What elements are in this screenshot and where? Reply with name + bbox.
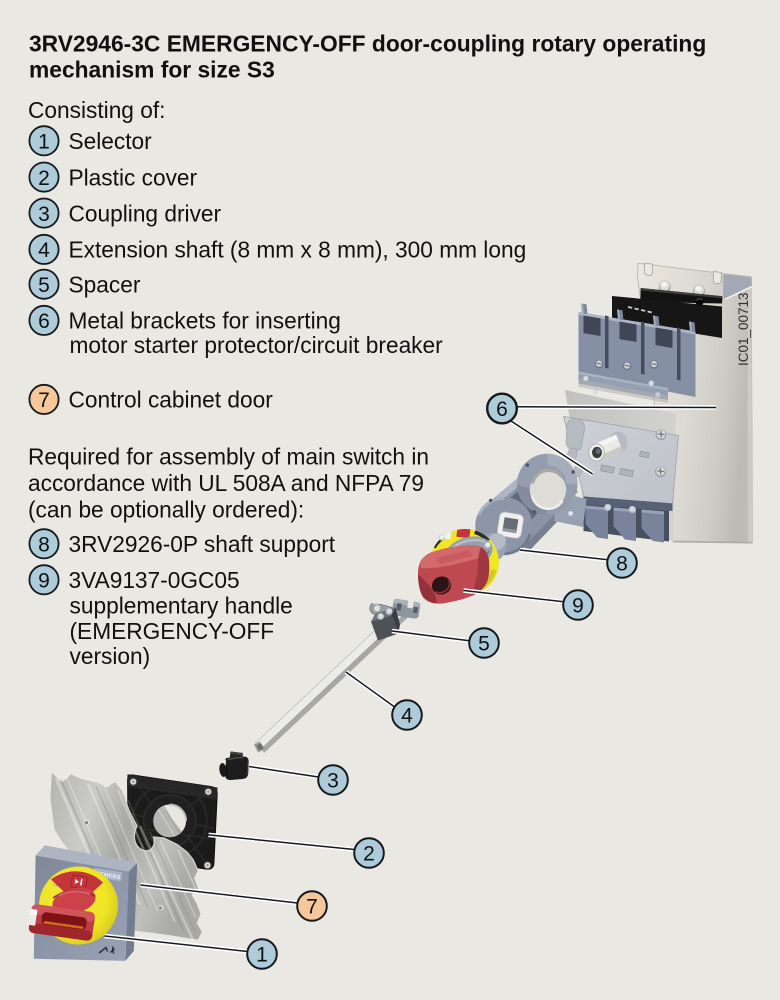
svg-text:TRIP: TRIP <box>53 882 63 889</box>
svg-text:(can be optionally ordered):: (can be optionally ordered): <box>28 497 304 523</box>
svg-text:2: 2 <box>38 167 50 190</box>
svg-text:mechanism for size S3: mechanism for size S3 <box>29 57 275 83</box>
svg-text:9: 9 <box>38 570 50 593</box>
svg-text:8: 8 <box>38 534 50 557</box>
svg-text:IC01_00713: IC01_00713 <box>736 292 751 366</box>
svg-text:Control cabinet door: Control cabinet door <box>69 387 274 413</box>
svg-text:Plastic cover: Plastic cover <box>69 164 198 190</box>
svg-text:Required for assembly of main: Required for assembly of main switch in <box>28 444 429 470</box>
svg-text:3VA9137-0GC05: 3VA9137-0GC05 <box>69 567 240 593</box>
svg-text:Consisting of:: Consisting of: <box>28 97 165 123</box>
svg-text:version): version) <box>70 643 151 669</box>
svg-text:3RV2946-3C EMERGENCY-OFF door-: 3RV2946-3C EMERGENCY-OFF door-coupling r… <box>29 31 706 57</box>
svg-text:9: 9 <box>572 595 584 618</box>
svg-text:8: 8 <box>616 553 628 576</box>
svg-text:7: 7 <box>306 896 318 919</box>
svg-text:1: 1 <box>256 944 268 967</box>
svg-text:5: 5 <box>38 274 50 297</box>
svg-text:supplementary handle: supplementary handle <box>70 593 293 619</box>
svg-text:SIEMENS: SIEMENS <box>94 871 121 881</box>
svg-text:3RV2926-0P shaft support: 3RV2926-0P shaft support <box>69 531 336 557</box>
svg-text:motor starter protector/circui: motor starter protector/circuit breaker <box>70 332 444 358</box>
svg-text:4: 4 <box>38 239 50 262</box>
svg-text:5: 5 <box>478 633 490 656</box>
svg-text:1: 1 <box>38 131 50 154</box>
svg-text:accordance with UL 508A and NF: accordance with UL 508A and NFPA 79 <box>28 470 424 496</box>
svg-text:Metal brackets for inserting: Metal brackets for inserting <box>69 308 341 334</box>
svg-text:6: 6 <box>38 310 50 333</box>
svg-text:3: 3 <box>327 770 339 793</box>
svg-text:Extension shaft (8 mm x 8 mm),: Extension shaft (8 mm x 8 mm), 300 mm lo… <box>69 237 527 263</box>
svg-text:(EMERGENCY-OFF: (EMERGENCY-OFF <box>70 618 275 644</box>
svg-text:2: 2 <box>363 843 375 866</box>
svg-text:6: 6 <box>496 398 508 421</box>
svg-text:Coupling driver: Coupling driver <box>69 200 222 226</box>
svg-text:Selector: Selector <box>69 128 153 154</box>
svg-text:3: 3 <box>38 203 50 226</box>
svg-text:7: 7 <box>38 389 50 412</box>
svg-text:4: 4 <box>401 705 413 728</box>
svg-text:Spacer: Spacer <box>69 272 141 298</box>
